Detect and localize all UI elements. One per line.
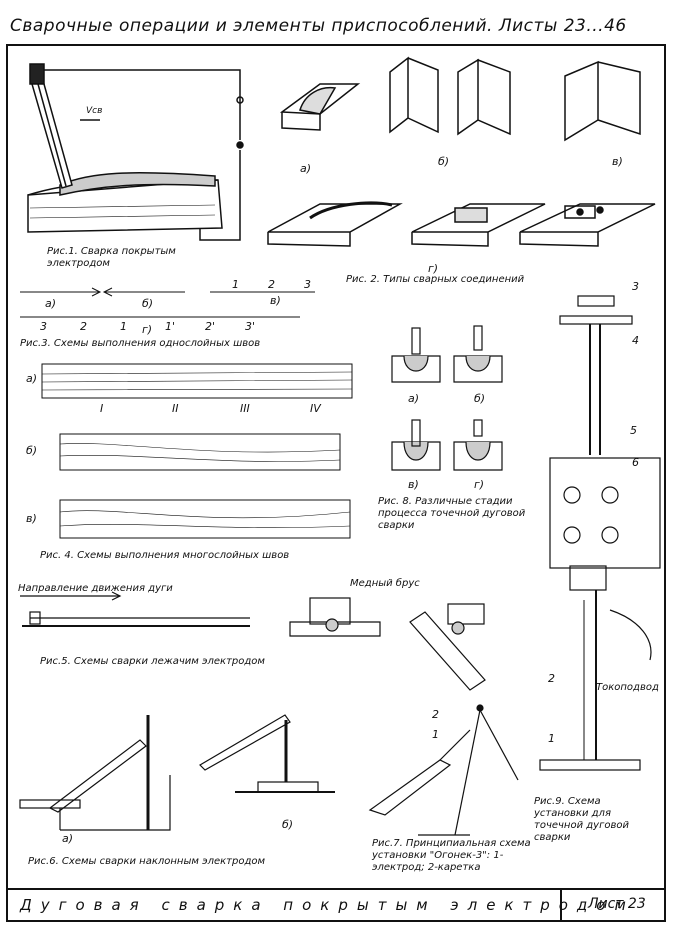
fig9-num-2: 2 [548, 672, 555, 685]
fig3-caption: Рис.3. Схемы выполнения однослойных швов [20, 338, 261, 349]
fig4-roman-3: III [240, 402, 250, 415]
fig3-num-g-5: 2' [205, 320, 216, 333]
fig3-label-g: г) [142, 323, 153, 336]
fig4-label-a: а) [26, 372, 38, 385]
fig6-label-b: б) [282, 818, 294, 831]
fig7-caption: Рис.7. Принципиальная схема установки "О… [372, 838, 531, 873]
fig1-caption: Рис.1. Сварка покрытым электродом [47, 246, 176, 269]
fig5-direction-label: Направление движения дуги [18, 583, 173, 594]
fig3-num-g-4: 1' [165, 320, 176, 333]
fig8-label-v: в) [408, 478, 419, 491]
fig6-caption: Рис.6. Схемы сварки наклонным электродом [28, 856, 266, 867]
fig3-label-a: а) [45, 297, 57, 310]
fig8-drawing [391, 325, 503, 471]
footer-divider [6, 888, 666, 890]
fig8-label-a: а) [408, 392, 420, 405]
fig3-num-g-3: 1 [120, 320, 127, 333]
fig2-label-v: в) [612, 155, 623, 168]
fig5-caption: Рис.5. Схемы сварки лежачим электродом [40, 656, 265, 667]
fig4-drawing [41, 363, 353, 539]
fig2-label-a: а) [300, 162, 312, 175]
fig3-num-v-1: 1 [232, 278, 239, 291]
fig3-num-g-6: 3' [245, 320, 256, 333]
fig9-drawing [539, 295, 661, 771]
fig4-roman-1: I [100, 402, 104, 415]
fig2-label-g: г) [428, 262, 439, 275]
fig5-drawing [20, 591, 486, 691]
fig9-tokopodvod-label: Токоподвод [596, 682, 659, 693]
fig4-label-v: в) [26, 512, 37, 525]
fig4-roman-4: IV [310, 402, 321, 415]
sheet-number: Лист 23 [588, 896, 646, 912]
fig3-num-v-2: 2 [268, 278, 275, 291]
fig9-num-6: 6 [632, 456, 639, 469]
fig6-drawing [19, 714, 335, 831]
fig3-num-v-3: 3 [304, 278, 311, 291]
drawing-frame [6, 44, 666, 922]
fig5-copper-label: Медный брус [350, 578, 420, 589]
fig9-num-5: 5 [630, 424, 637, 437]
fig3-num-g-1: 3 [40, 320, 47, 333]
fig9-caption: Рис.9. Схема установки для точечной дуго… [534, 796, 629, 843]
fig6-label-a: а) [62, 832, 74, 845]
fig2-caption: Рис. 2. Типы сварных соединений [346, 274, 525, 285]
fig3-label-v: в) [270, 294, 281, 307]
footer-title: Дуговая сварка покрытым электродом [20, 896, 635, 914]
fig7-num-2: 2 [432, 708, 439, 721]
footer-cell-divider [560, 888, 562, 922]
fig1-velocity-label: Vсв [86, 106, 103, 116]
fig9-num-1: 1 [548, 732, 555, 745]
fig7-drawing [368, 704, 519, 836]
fig8-caption: Рис. 8. Различные стадии процесса точечн… [378, 496, 526, 531]
fig9-num-4: 4 [632, 334, 639, 347]
fig3-num-g-2: 2 [80, 320, 87, 333]
fig7-num-1: 1 [432, 728, 439, 741]
fig4-roman-2: II [172, 402, 179, 415]
fig8-label-g: г) [474, 478, 485, 491]
page-title: Сварочные операции и элементы приспособл… [10, 16, 627, 36]
fig9-num-3: 3 [632, 280, 639, 293]
fig2-label-b: б) [438, 155, 450, 168]
fig2-drawing [267, 56, 656, 247]
fig4-caption: Рис. 4. Схемы выполнения многослойных шв… [40, 550, 290, 561]
fig8-label-b: б) [474, 392, 486, 405]
fig3-label-b: б) [142, 297, 154, 310]
fig4-label-b: б) [26, 444, 38, 457]
fig1-drawing [27, 63, 244, 241]
fig3-drawing [20, 287, 315, 318]
